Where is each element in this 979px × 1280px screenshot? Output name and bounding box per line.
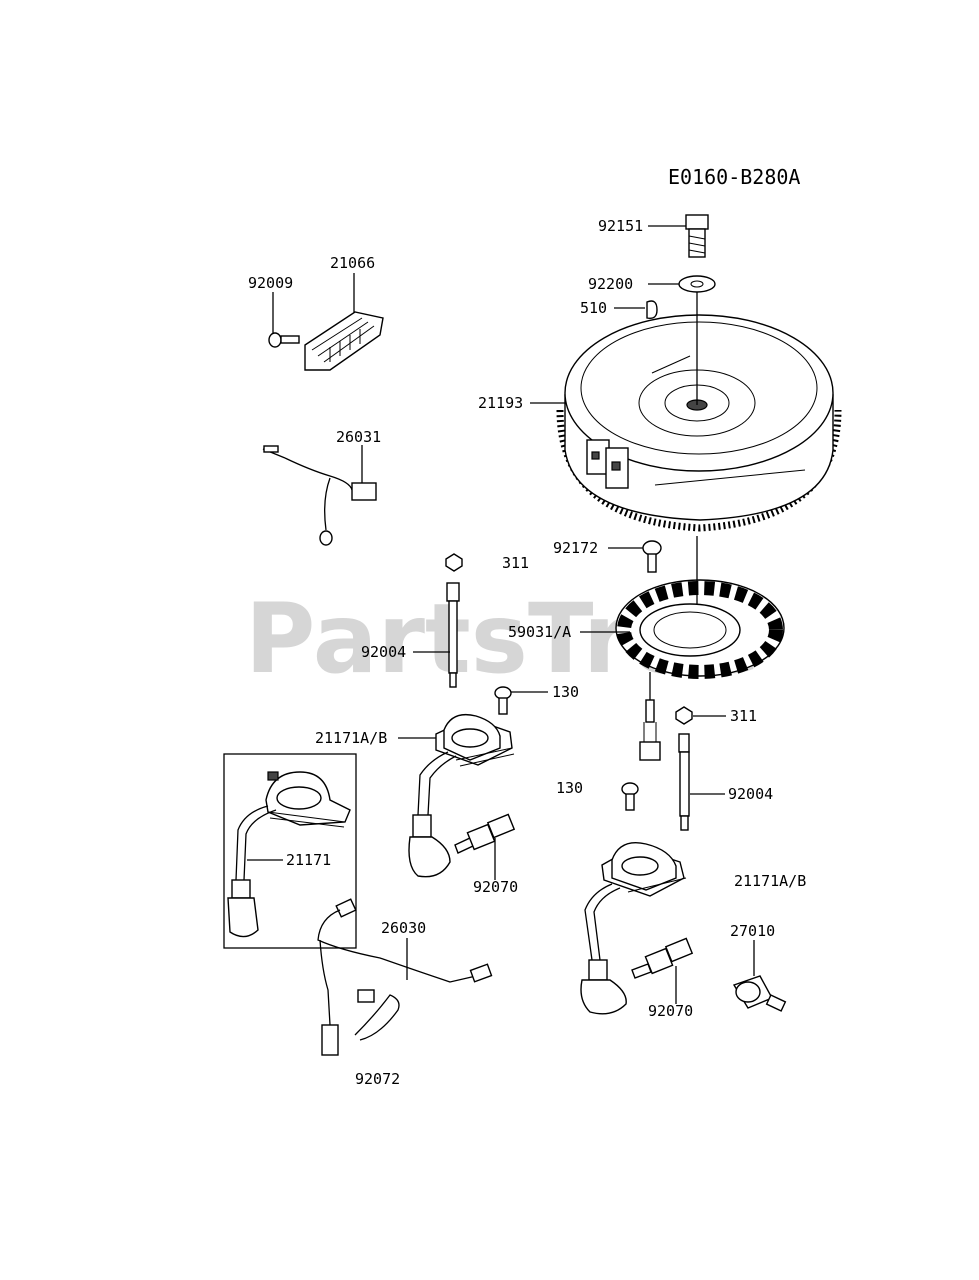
callout-311-top: 311 [502,554,529,572]
callout-21171: 21171 [286,851,331,869]
part-regulator-21066[interactable] [304,311,384,371]
part-ignition-coil-21171ab-left[interactable] [408,713,515,878]
part-ignition-coil-21171[interactable] [223,753,357,949]
part-flywheel-21193[interactable] [556,314,842,532]
part-screw-92009[interactable] [268,332,300,348]
callout-26031: 26031 [336,428,381,446]
callout-92070-left: 92070 [473,878,518,896]
callout-27010: 27010 [730,922,775,940]
callout-311-right: 311 [730,707,757,725]
callout-130-top: 130 [552,683,579,701]
part-sensor-27010[interactable] [732,975,787,1012]
callout-21193: 21193 [478,394,523,412]
part-nut-311-top[interactable] [445,553,463,572]
part-stud-92004-right[interactable] [678,733,690,831]
callout-92200: 92200 [588,275,633,293]
part-bolt-92151[interactable] [685,214,709,258]
callout-92151: 92151 [598,217,643,235]
part-spark-plug-92070-right[interactable] [631,937,694,979]
callout-92004-left: 92004 [361,643,406,661]
callout-92070-right: 92070 [648,1002,693,1020]
part-stator-59031[interactable] [615,536,785,761]
part-stud-92004-left[interactable] [446,582,460,688]
part-spark-plug-92070-left[interactable] [454,813,516,854]
callout-130-mid: 130 [556,779,583,797]
part-harness-26030[interactable] [317,898,493,1056]
callout-21066: 21066 [330,254,375,272]
part-washer-92200[interactable] [678,275,716,293]
callout-21171ab-left: 21171A/B [315,729,387,747]
part-ignition-coil-21171ab-right[interactable] [580,842,687,1015]
part-screw-92172[interactable] [642,540,662,573]
callout-59031: 59031/A [508,623,571,641]
diagram-code: E0160-B280A [668,165,800,189]
part-bolt-130-top[interactable] [494,686,512,715]
callout-92009: 92009 [248,274,293,292]
callout-92172: 92172 [553,539,598,557]
part-nut-311-right[interactable] [675,706,693,725]
part-bolt-130-mid[interactable] [621,782,639,811]
callout-92004-right: 92004 [728,785,773,803]
part-harness-26031[interactable] [262,445,377,546]
callout-510: 510 [580,299,607,317]
part-key-510[interactable] [646,300,658,320]
callout-92072: 92072 [355,1070,400,1088]
callout-21171ab-right: 21171A/B [734,872,806,890]
callout-26030: 26030 [381,919,426,937]
